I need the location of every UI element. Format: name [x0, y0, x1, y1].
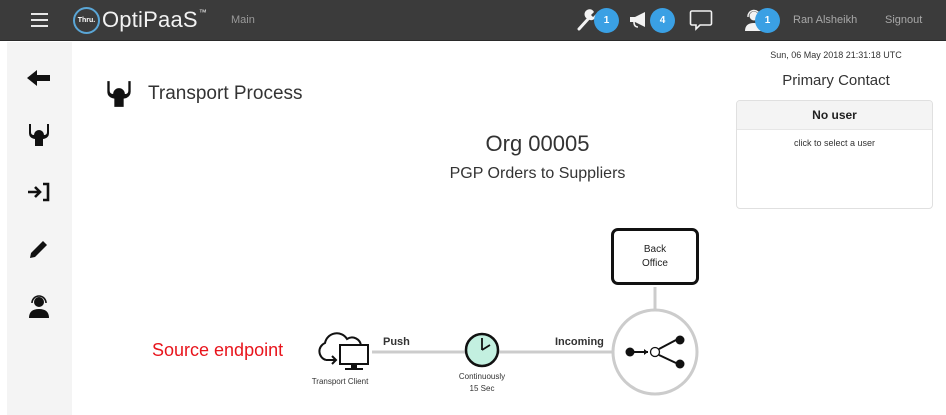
process-name: PGP Orders to Suppliers — [449, 165, 626, 182]
source-endpoint-annotation: Source endpoint — [152, 340, 284, 360]
megaphone-icon[interactable] — [628, 9, 652, 31]
pencil-icon — [30, 241, 47, 258]
support-agent-icon — [29, 295, 49, 318]
transport-process-icon — [107, 81, 131, 107]
clock-icon — [464, 332, 500, 368]
back-office-node[interactable]: Back Office — [611, 228, 699, 285]
chat-icon[interactable] — [689, 9, 713, 31]
org-name: Org 00005 — [485, 131, 590, 156]
push-edge-label: Push — [383, 336, 410, 348]
incoming-edge-label: Incoming — [555, 336, 604, 348]
sidebar-item-transport-process[interactable] — [24, 122, 54, 148]
sign-in-icon — [28, 182, 50, 202]
schedule-label: Continuously — [458, 372, 506, 381]
transport-client-label[interactable]: Transport Client — [311, 377, 369, 386]
transport-client-icon — [318, 332, 369, 370]
wrench-count-badge[interactable]: 1 — [594, 8, 619, 33]
back-arrow-icon — [27, 70, 50, 86]
sidebar-item-contact[interactable] — [24, 293, 54, 319]
contact-count-badge[interactable]: 1 — [755, 8, 780, 33]
top-navbar: Thru. OptiPaaS ™ Main 1 4 1 Ran Alsheikh… — [0, 0, 946, 41]
sidebar-item-sign-in[interactable] — [24, 179, 54, 205]
schedule-interval: 15 Sec — [469, 384, 495, 393]
router-icon — [625, 335, 685, 369]
primary-contact-name: No user — [737, 101, 932, 130]
user-name-link[interactable]: Ran Alsheikh — [793, 14, 858, 26]
thru-logo-badge: Thru. — [73, 6, 100, 34]
hamburger-menu-icon[interactable] — [31, 13, 48, 27]
page-title: Transport Process — [148, 83, 303, 104]
megaphone-count-badge[interactable]: 4 — [650, 8, 675, 33]
current-datetime: Sun, 06 May 2018 21:31:18 UTC — [770, 50, 902, 60]
nav-main-link[interactable]: Main — [231, 14, 255, 26]
sidebar-item-edit[interactable] — [24, 236, 54, 262]
page-header: Transport Process — [105, 80, 303, 108]
wrench-icon[interactable] — [576, 9, 600, 31]
primary-contact-card[interactable]: No user click to select a user — [736, 100, 933, 209]
primary-contact-title: Primary Contact — [782, 72, 890, 89]
signout-link[interactable]: Signout — [885, 14, 923, 26]
sidebar — [7, 42, 72, 415]
sidebar-item-back[interactable] — [24, 65, 54, 91]
back-office-line1: Back — [643, 243, 667, 255]
select-user-hint: click to select a user — [793, 138, 876, 148]
app-logo[interactable]: Thru. OptiPaaS ™ — [73, 6, 207, 34]
trademark: ™ — [198, 8, 207, 17]
back-office-line2: Office — [642, 257, 668, 269]
transport-process-icon — [29, 124, 49, 146]
app-name: OptiPaaS — [102, 7, 198, 32]
